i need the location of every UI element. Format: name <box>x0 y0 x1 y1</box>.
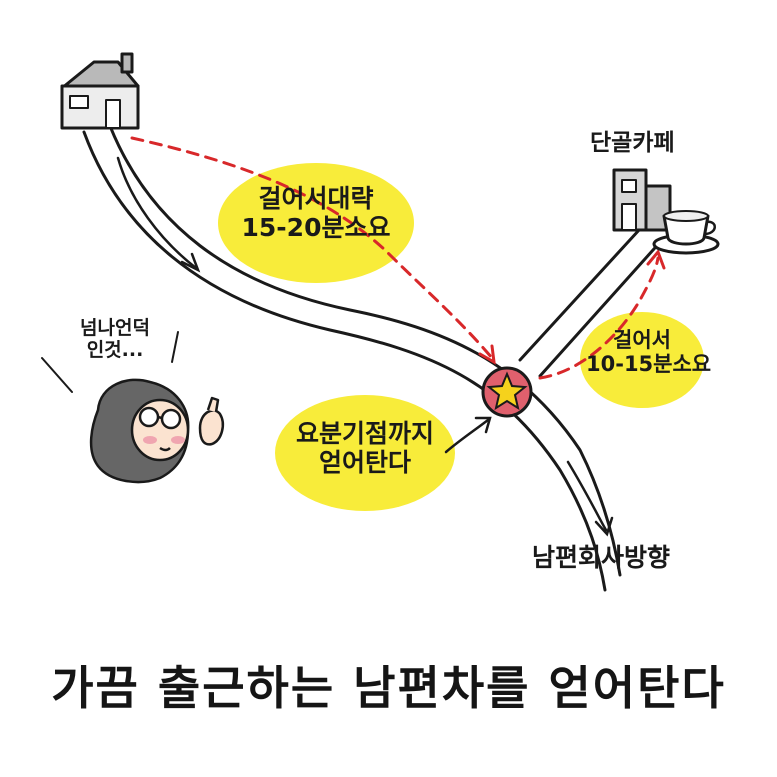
walk-to-pickup-text: 걸어서대략 15-20분소요 <box>236 184 396 243</box>
thought-line2: 인것... <box>86 338 144 361</box>
thought-text: 넘나언덕 인것... <box>60 317 170 362</box>
walk-to-cafe-text: 걸어서 10-15분소요 <box>586 328 712 377</box>
walk-to-cafe-line1: 걸어서 <box>613 328 671 352</box>
company-direction-label: 남편회사방향 <box>532 543 671 572</box>
building-icon <box>612 168 672 232</box>
pickup-note-line2: 얻어탄다 <box>318 447 411 477</box>
side-road <box>518 216 664 378</box>
cafe-label: 단골카페 <box>590 130 675 156</box>
thought-line1: 넘나언덕 <box>80 317 150 339</box>
coffee-cup-icon <box>652 210 720 255</box>
direction-arrow <box>116 156 614 537</box>
pickup-note-line1: 요분기점까지 <box>295 419 434 448</box>
walk-time-highlight <box>218 163 414 283</box>
pickup-arrow <box>444 416 492 454</box>
walk-to-pickup-line1: 걸어서대략 <box>258 184 374 213</box>
pickup-note-text: 요분기점까지 얻어탄다 <box>285 419 445 478</box>
main-road <box>82 124 622 592</box>
walking-route <box>130 136 660 380</box>
thought-lines <box>41 331 179 393</box>
walk-to-pickup-line2: 15-20분소요 <box>241 212 391 242</box>
caption: 가끔 출근하는 남편차를 얻어탄다 <box>51 661 726 715</box>
house-icon <box>60 52 140 130</box>
star-marker-icon <box>481 366 533 418</box>
route-arrowheads <box>478 249 666 365</box>
walk-to-cafe-line2: 10-15분소요 <box>586 352 712 377</box>
person-icon <box>89 378 224 484</box>
pickup-note-highlight <box>275 395 455 511</box>
